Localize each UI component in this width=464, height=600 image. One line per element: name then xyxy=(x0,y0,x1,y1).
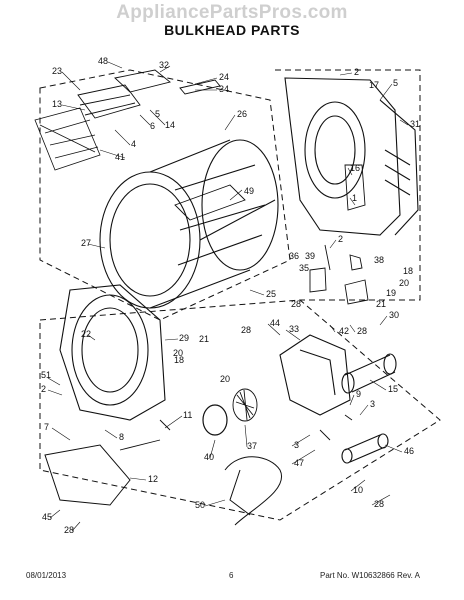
lint-housing xyxy=(77,69,221,119)
callout: 38 xyxy=(374,255,384,265)
callout: 9 xyxy=(356,389,361,399)
callout: 49 xyxy=(244,186,254,196)
callout: 8 xyxy=(119,432,124,442)
callout: 34 xyxy=(219,84,229,94)
callout: 24 xyxy=(219,72,229,82)
dashed-boundary-right xyxy=(275,69,421,301)
callout: 33 xyxy=(289,324,299,334)
callout: 44 xyxy=(270,318,280,328)
footer-part: Part No. W10632866 Rev. A xyxy=(320,571,420,580)
callout: 22 xyxy=(81,329,91,339)
leader-lines xyxy=(47,61,409,532)
heater-duct xyxy=(344,164,366,211)
callout: 35 xyxy=(299,263,309,273)
callout: 11 xyxy=(183,410,192,420)
drum-baffle xyxy=(174,184,246,221)
callout: 28 xyxy=(64,525,74,535)
callout: 50 xyxy=(195,500,205,510)
callout: 48 xyxy=(98,56,108,66)
callout: 29 xyxy=(179,333,189,343)
callout: 42 xyxy=(339,326,349,336)
callout: 28 xyxy=(241,325,251,335)
callout: 21 xyxy=(199,334,209,344)
callout: 25 xyxy=(266,289,276,299)
callout: 36 xyxy=(289,251,299,261)
callout: 16 xyxy=(350,163,360,173)
callout: 26 xyxy=(237,109,247,119)
callout: 39 xyxy=(305,251,315,261)
callout: 3 xyxy=(370,399,375,409)
hardware xyxy=(119,244,369,451)
callout: 40 xyxy=(204,452,214,462)
callout: 6 xyxy=(150,121,155,131)
callout: 20 xyxy=(173,348,183,358)
callout: 28 xyxy=(374,499,384,509)
blower-housing xyxy=(279,334,351,416)
callout: 31 xyxy=(410,119,420,129)
watermark: AppliancePartsPros.com xyxy=(116,2,348,23)
callout: 2 xyxy=(354,67,359,77)
callout: 27 xyxy=(81,238,91,248)
callout: 15 xyxy=(388,384,398,394)
callout: 13 xyxy=(52,99,62,109)
front-bulkhead xyxy=(59,284,166,421)
callout: 3 xyxy=(294,440,299,450)
callout: 47 xyxy=(294,458,304,468)
callout: 23 xyxy=(52,66,62,76)
callout: 5 xyxy=(155,109,160,119)
drum xyxy=(99,139,279,309)
callout: 46 xyxy=(404,446,414,456)
part-label: Part No. xyxy=(320,571,350,580)
rev-label: Rev. xyxy=(396,571,413,580)
dashed-boundary-bottom xyxy=(39,299,441,521)
callout: 19 xyxy=(386,288,396,298)
rev-value: A xyxy=(414,571,420,580)
part-number: W10632866 xyxy=(351,571,395,580)
wire-harness xyxy=(224,456,283,526)
callout: 5 xyxy=(393,78,398,88)
callout: 18 xyxy=(174,355,184,365)
callout: 4 xyxy=(131,139,136,149)
callout: 51 xyxy=(41,370,51,380)
callout: 21 xyxy=(376,299,386,309)
callout: 7 xyxy=(44,422,49,432)
callout: 30 xyxy=(389,310,399,320)
callout: 14 xyxy=(165,120,175,130)
rear-bulkhead xyxy=(284,77,419,236)
callout: 28 xyxy=(291,299,301,309)
callout: 17 xyxy=(369,80,379,90)
callout: 20 xyxy=(399,278,409,288)
seal-ring xyxy=(202,404,228,436)
footer-page: 6 xyxy=(229,571,234,580)
callout: 1 xyxy=(352,193,357,203)
toe-panel xyxy=(44,444,131,506)
callout: 20 xyxy=(220,374,230,384)
callout: 2 xyxy=(338,234,343,244)
callout: 2 xyxy=(41,384,46,394)
callout-labels: 48 32 23 24 34 13 6 14 5 4 41 26 49 27 2… xyxy=(41,56,420,535)
callout: 12 xyxy=(148,474,158,484)
footer-date: 08/01/2013 xyxy=(26,571,67,580)
callout: 32 xyxy=(159,60,169,70)
page-title: BULKHEAD PARTS xyxy=(164,22,300,38)
callout: 18 xyxy=(403,266,413,276)
blower-wheel xyxy=(232,388,258,422)
callout: 37 xyxy=(247,441,257,451)
callout: 10 xyxy=(353,485,363,495)
callout: 41 xyxy=(115,152,125,162)
callout: 28 xyxy=(357,326,367,336)
motor-capacitor xyxy=(341,433,389,464)
lint-screen xyxy=(34,107,101,171)
callout: 45 xyxy=(42,512,52,522)
dashed-boundary-top xyxy=(39,69,291,321)
